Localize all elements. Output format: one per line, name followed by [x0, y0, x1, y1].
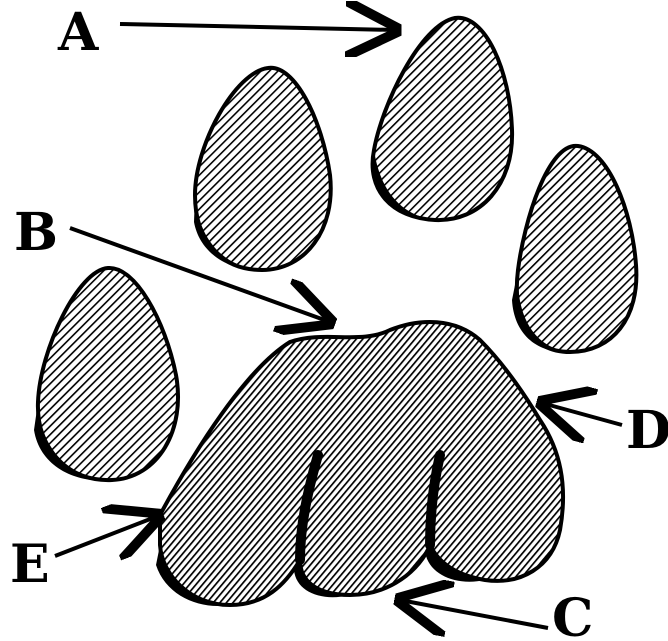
toe-pad-right: [512, 146, 636, 352]
toe-pad-top-left: [194, 68, 331, 270]
arrow-d: [542, 403, 622, 425]
label-c: C: [552, 588, 593, 641]
arrow-a: [120, 24, 396, 30]
label-d: D: [626, 400, 668, 461]
toe-pad-top-right: [372, 18, 512, 220]
label-a: A: [57, 2, 99, 63]
label-b: B: [14, 202, 58, 263]
toe-pad-left: [34, 268, 178, 481]
label-e: E: [10, 534, 50, 595]
arrow-e: [55, 516, 158, 556]
main-pad: [156, 322, 563, 606]
arrow-c: [400, 600, 548, 628]
